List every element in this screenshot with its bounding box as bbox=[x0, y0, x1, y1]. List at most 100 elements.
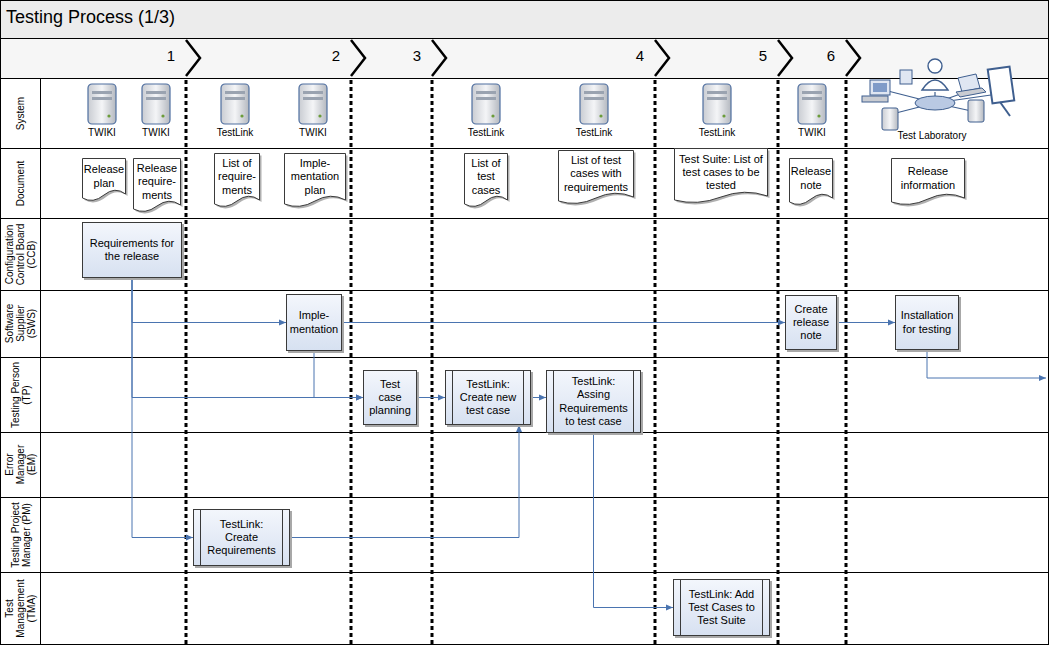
text-stack: Installation for testing bbox=[899, 309, 955, 335]
node-text: TestLink: Assing Requirements to test ca… bbox=[556, 375, 631, 428]
lane-label: Document bbox=[15, 150, 26, 216]
system-label: TestLink bbox=[699, 127, 736, 138]
flow-connector bbox=[342, 322, 785, 323]
document-body bbox=[134, 159, 181, 212]
text-stack: Release plan bbox=[84, 163, 124, 189]
node-text: Test case planning bbox=[367, 378, 413, 418]
flow-connector bbox=[290, 425, 519, 538]
step-number: 6 bbox=[827, 47, 835, 64]
server-icons bbox=[88, 84, 826, 124]
node-text: List of test cases with requirements bbox=[561, 154, 631, 194]
document-body bbox=[215, 154, 260, 207]
node-text: Release note bbox=[791, 165, 831, 191]
flow-connector bbox=[132, 278, 193, 538]
lane-label: System bbox=[15, 80, 26, 146]
text-stack: TestLink: Create new test case bbox=[455, 378, 521, 418]
node-text: Release plan bbox=[84, 163, 124, 189]
process-box: Test case planning bbox=[363, 370, 417, 425]
system-label: TestLink bbox=[468, 127, 505, 138]
document-body bbox=[892, 159, 965, 205]
node-text: TestLink: Create Requirements bbox=[203, 518, 280, 558]
system-label: Test Laboratory bbox=[898, 130, 967, 141]
text-stack: Release note bbox=[791, 165, 831, 191]
document-shape: Release require- ments bbox=[133, 158, 181, 215]
lane-label: Configuration Control Board (CCB) bbox=[4, 220, 37, 288]
document-shape: List of test cases with requirements bbox=[558, 150, 634, 207]
subprocess-box: TestLink: Create Requirements bbox=[193, 509, 290, 566]
process-box: Requirements for the release bbox=[82, 222, 182, 278]
flow-connector bbox=[837, 322, 895, 323]
subprocess-box: TestLink: Add Test Cases to Test Suite bbox=[673, 579, 770, 636]
node-text: List of require- ments bbox=[217, 157, 257, 197]
process-box: Imple- mentation bbox=[286, 294, 342, 351]
text-stack: TestLink: Create Requirements bbox=[203, 518, 280, 558]
document-shape: Test Suite: List of test cases to be tes… bbox=[674, 148, 768, 206]
text-stack: Create release note bbox=[789, 303, 833, 343]
flow-connector bbox=[314, 351, 363, 398]
node-text: Test Suite: List of test cases to be tes… bbox=[677, 153, 765, 193]
flow-connector bbox=[132, 278, 363, 398]
subprocess-box: TestLink: Create new test case bbox=[445, 370, 531, 425]
subprocess-box: TestLink: Assing Requirements to test ca… bbox=[546, 370, 641, 433]
lane-label: Software Supplier (SWS) bbox=[4, 292, 37, 355]
text-stack: TestLink: Assing Requirements to test ca… bbox=[556, 375, 631, 428]
document-body bbox=[675, 149, 768, 203]
text-stack: Test case planning bbox=[367, 378, 413, 418]
document-shape: List of require- ments bbox=[214, 153, 260, 210]
node-text: Imple- mentation plan bbox=[287, 157, 343, 197]
step-number: 4 bbox=[636, 47, 644, 64]
document-shape: Release note bbox=[789, 158, 833, 208]
system-label: TWIKI bbox=[88, 127, 116, 138]
lane-label: Testing Person (TP) bbox=[9, 359, 31, 430]
node-text: Create release note bbox=[789, 303, 833, 343]
system-label: TWIKI bbox=[142, 127, 170, 138]
document-body bbox=[83, 159, 126, 201]
flow-connector bbox=[594, 433, 674, 608]
flow-connector bbox=[417, 397, 445, 398]
node-text: Requirements for the release bbox=[86, 237, 178, 263]
flow-connector bbox=[531, 397, 546, 398]
text-stack: Release require- ments bbox=[136, 162, 178, 202]
node-text: List of test cases bbox=[467, 157, 505, 197]
process-box: Create release note bbox=[785, 295, 837, 350]
text-stack: Test Suite: List of test cases to be tes… bbox=[677, 153, 765, 193]
text-stack: List of test cases bbox=[467, 157, 505, 197]
document-body bbox=[559, 151, 634, 204]
text-stack: Imple- mentation bbox=[290, 309, 338, 335]
system-label: TestLink bbox=[576, 127, 613, 138]
step-number: 2 bbox=[332, 47, 340, 64]
test-laboratory-illustration bbox=[862, 59, 1014, 130]
system-label: TestLink bbox=[217, 127, 254, 138]
continuation-arrow bbox=[927, 350, 1046, 378]
step-number: 3 bbox=[413, 47, 421, 64]
step-number: 5 bbox=[759, 47, 767, 64]
node-text: Installation for testing bbox=[899, 309, 955, 335]
step-chevrons bbox=[186, 40, 860, 76]
node-text: Imple- mentation bbox=[290, 309, 338, 335]
text-stack: List of require- ments bbox=[217, 157, 257, 197]
text-stack: Imple- mentation plan bbox=[287, 157, 343, 197]
lane-label: Test Management (TMA) bbox=[4, 574, 37, 643]
flow-connector bbox=[132, 278, 286, 323]
node-text: TestLink: Create new test case bbox=[455, 378, 521, 418]
step-number: 1 bbox=[167, 47, 175, 64]
lane-label: Testing Project Manager (PM) bbox=[9, 499, 31, 570]
text-stack: TestLink: Add Test Cases to Test Suite bbox=[683, 588, 760, 628]
system-label: TWIKI bbox=[798, 127, 826, 138]
document-shape: List of test cases bbox=[464, 153, 508, 210]
document-shape: Imple- mentation plan bbox=[284, 153, 346, 210]
lane-label: Error Manager (EM) bbox=[4, 434, 37, 495]
phase-separators bbox=[186, 80, 846, 645]
document-shape: Release plan bbox=[82, 158, 126, 204]
text-stack: Release information bbox=[894, 165, 962, 191]
node-text: Release information bbox=[894, 165, 962, 191]
document-body bbox=[790, 159, 833, 205]
document-shape: Release information bbox=[891, 158, 965, 208]
document-body bbox=[285, 154, 346, 207]
node-text: Release require- ments bbox=[136, 162, 178, 202]
document-body bbox=[465, 154, 508, 207]
process-box: Installation for testing bbox=[895, 295, 959, 350]
system-label: TWIKI bbox=[299, 127, 327, 138]
